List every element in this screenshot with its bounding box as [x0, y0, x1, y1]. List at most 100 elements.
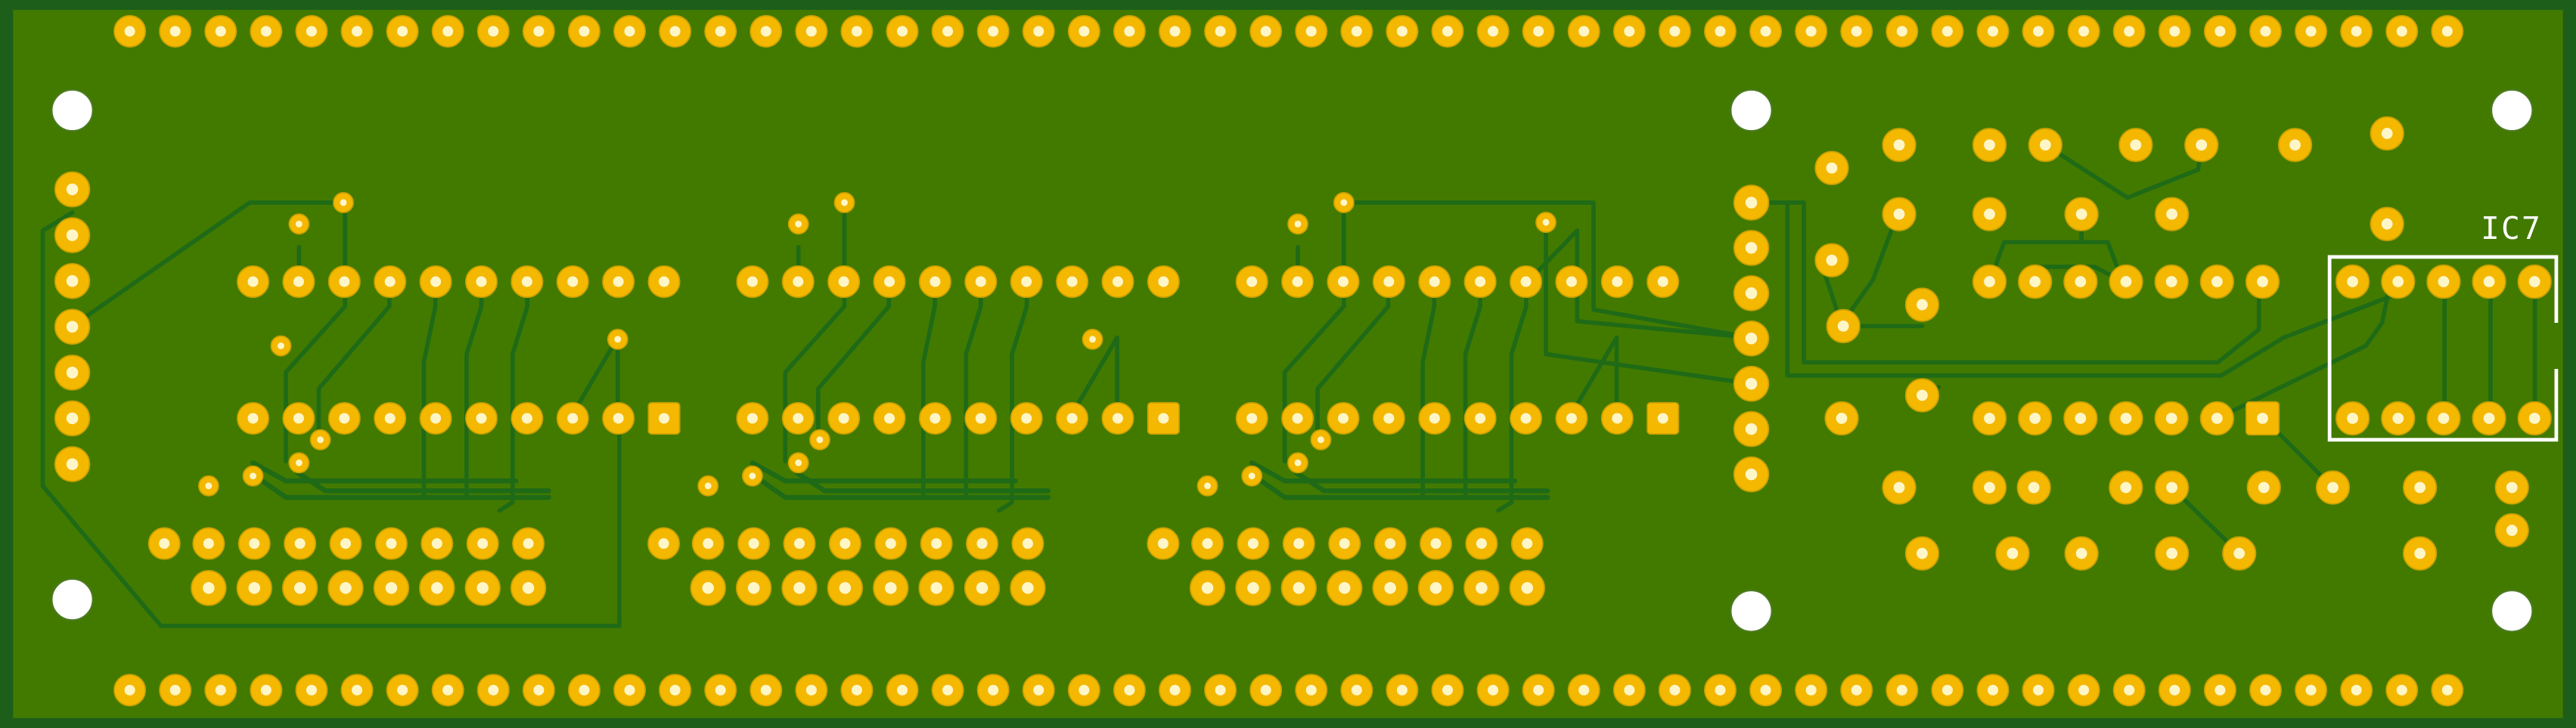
- discrete-pad: [1814, 150, 1849, 185]
- header-pin: [920, 527, 953, 560]
- header-pin: [1237, 527, 1270, 560]
- trace: [70, 200, 346, 329]
- discrete-pad: [2016, 470, 2051, 505]
- discrete-pad: [2277, 128, 2313, 163]
- header-pin-large: [1189, 570, 1226, 606]
- trace: [1293, 470, 1550, 494]
- via: [197, 475, 219, 497]
- discrete-pad: [1882, 197, 1916, 231]
- header-top-pin: [1476, 14, 1510, 48]
- header-pin: [329, 527, 362, 560]
- ic7-footprint: IC7: [2327, 210, 2562, 442]
- header-bottom-pin: [476, 674, 510, 707]
- header-bottom-pin: [2249, 674, 2283, 707]
- discrete-pad: [2118, 128, 2153, 163]
- header-pin: [466, 527, 499, 560]
- header-top-pin: [250, 14, 283, 48]
- dip-bottom-pin: [1147, 401, 1180, 435]
- header-bottom-pin: [1386, 674, 1419, 707]
- header-top-pin: [1067, 14, 1100, 48]
- dip-bottom-pin: [327, 401, 361, 435]
- header-bottom-pin: [567, 674, 601, 707]
- header-top-pin: [886, 14, 919, 48]
- header-pin: [1328, 527, 1361, 560]
- dip-top-pin: [1463, 265, 1497, 299]
- ic-top-pin: [2109, 264, 2143, 299]
- header-top-pin: [431, 14, 464, 48]
- trace: [40, 483, 51, 497]
- header-pin: [828, 527, 861, 560]
- mounting-hole: [51, 88, 94, 132]
- left-column-pin: [54, 262, 91, 299]
- ic-top-pin: [2018, 264, 2053, 299]
- dip-bottom-pin: [1281, 401, 1314, 435]
- left-column-pin: [54, 171, 91, 208]
- ic7-bottom-pin: [2381, 401, 2416, 436]
- header-pin: [374, 527, 408, 560]
- header-pin-large: [964, 570, 1001, 606]
- ic7-bottom-pin: [2426, 401, 2461, 436]
- dip-bottom-pin: [1510, 401, 1543, 435]
- trace: [40, 210, 622, 628]
- dip-top-pin: [781, 265, 815, 299]
- header-pin-large: [1463, 570, 1500, 606]
- header-pin: [1282, 527, 1315, 560]
- header-bottom-pin: [1612, 674, 1646, 707]
- discrete-pad: [1972, 197, 2007, 231]
- header-pin: [647, 527, 681, 560]
- via: [1333, 192, 1355, 213]
- header-pin-large: [327, 570, 364, 606]
- trace: [1749, 200, 2261, 365]
- header-bottom-pin: [886, 674, 919, 707]
- header-bottom-pin: [1159, 674, 1192, 707]
- mounting-hole: [2491, 88, 2534, 132]
- header-top-pin: [1658, 14, 1691, 48]
- header-bottom-pin: [113, 674, 147, 707]
- header-bottom-pin: [295, 674, 328, 707]
- ic7-bottom-pin: [2517, 401, 2552, 436]
- ic-bottom-pin: [2199, 401, 2234, 436]
- header-pin: [192, 527, 225, 560]
- discrete-pad: [2155, 197, 2190, 231]
- header-top-pin: [1431, 14, 1464, 48]
- header-pin: [783, 527, 816, 560]
- header-top-pin: [795, 14, 828, 48]
- discrete-pad: [1904, 378, 1940, 413]
- discrete-pad: [2370, 116, 2404, 151]
- header-bottom-pin: [704, 674, 737, 707]
- header-top-pin: [1885, 14, 1919, 48]
- ic-top-pin: [2154, 264, 2189, 299]
- header-pin-large: [873, 570, 909, 606]
- dip-bottom-pin: [464, 401, 498, 435]
- dip-top-pin: [282, 265, 315, 299]
- header-pin-large: [373, 570, 410, 606]
- ic-bottom-pin: [2245, 401, 2280, 436]
- dip-top-pin: [1327, 265, 1360, 299]
- header-top-pin: [522, 14, 555, 48]
- ic-bottom-pin: [2063, 401, 2098, 436]
- discrete-pad: [1904, 287, 1940, 322]
- via: [1241, 465, 1263, 487]
- header-pin-large: [464, 570, 501, 606]
- ic-top-pin: [2199, 264, 2234, 299]
- dip-top-pin: [1235, 265, 1268, 299]
- dip-bottom-pin: [1327, 401, 1360, 435]
- header-top-pin: [113, 14, 147, 48]
- header-pin: [512, 527, 545, 560]
- via: [607, 328, 628, 350]
- via: [1287, 213, 1308, 235]
- header-bottom-pin: [2112, 674, 2146, 707]
- header-top-pin: [476, 14, 510, 48]
- dip-top-pin: [736, 265, 769, 299]
- trace: [996, 279, 1029, 513]
- discrete-pad: [2155, 536, 2190, 571]
- header-pin-large: [735, 570, 772, 606]
- header-top-pin: [2067, 14, 2100, 48]
- discrete-pad: [2403, 470, 2438, 505]
- trace: [1838, 212, 1900, 329]
- header-bottom-pin: [386, 674, 419, 707]
- header-pin-large: [1372, 570, 1408, 606]
- discrete-pad: [1882, 128, 1916, 163]
- discrete-pad: [2064, 197, 2099, 231]
